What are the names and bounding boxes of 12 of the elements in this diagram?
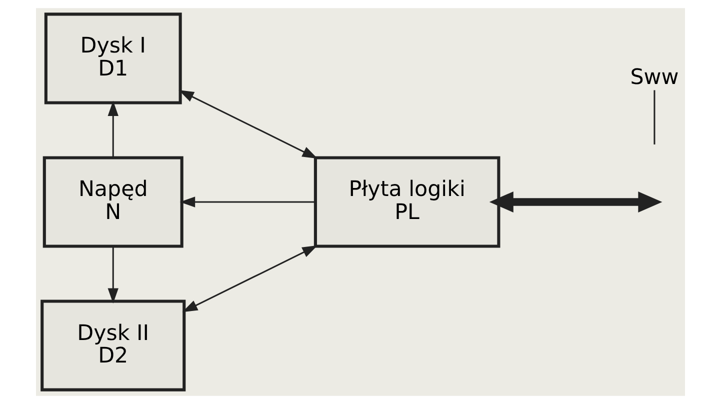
node-box: Napęd N — [42, 156, 183, 248]
node-box: Dysk II D2 — [40, 300, 186, 392]
arrow — [107, 100, 118, 158]
arrow — [179, 196, 315, 208]
arrow — [182, 245, 318, 312]
node-box: Płyta logiki PL — [313, 156, 500, 248]
node-text: Sww — [630, 64, 678, 90]
arrow — [107, 246, 118, 304]
arrow — [178, 90, 318, 159]
connector — [653, 90, 655, 144]
node-box: Dysk I D1 — [44, 12, 182, 104]
arrow — [488, 191, 662, 213]
